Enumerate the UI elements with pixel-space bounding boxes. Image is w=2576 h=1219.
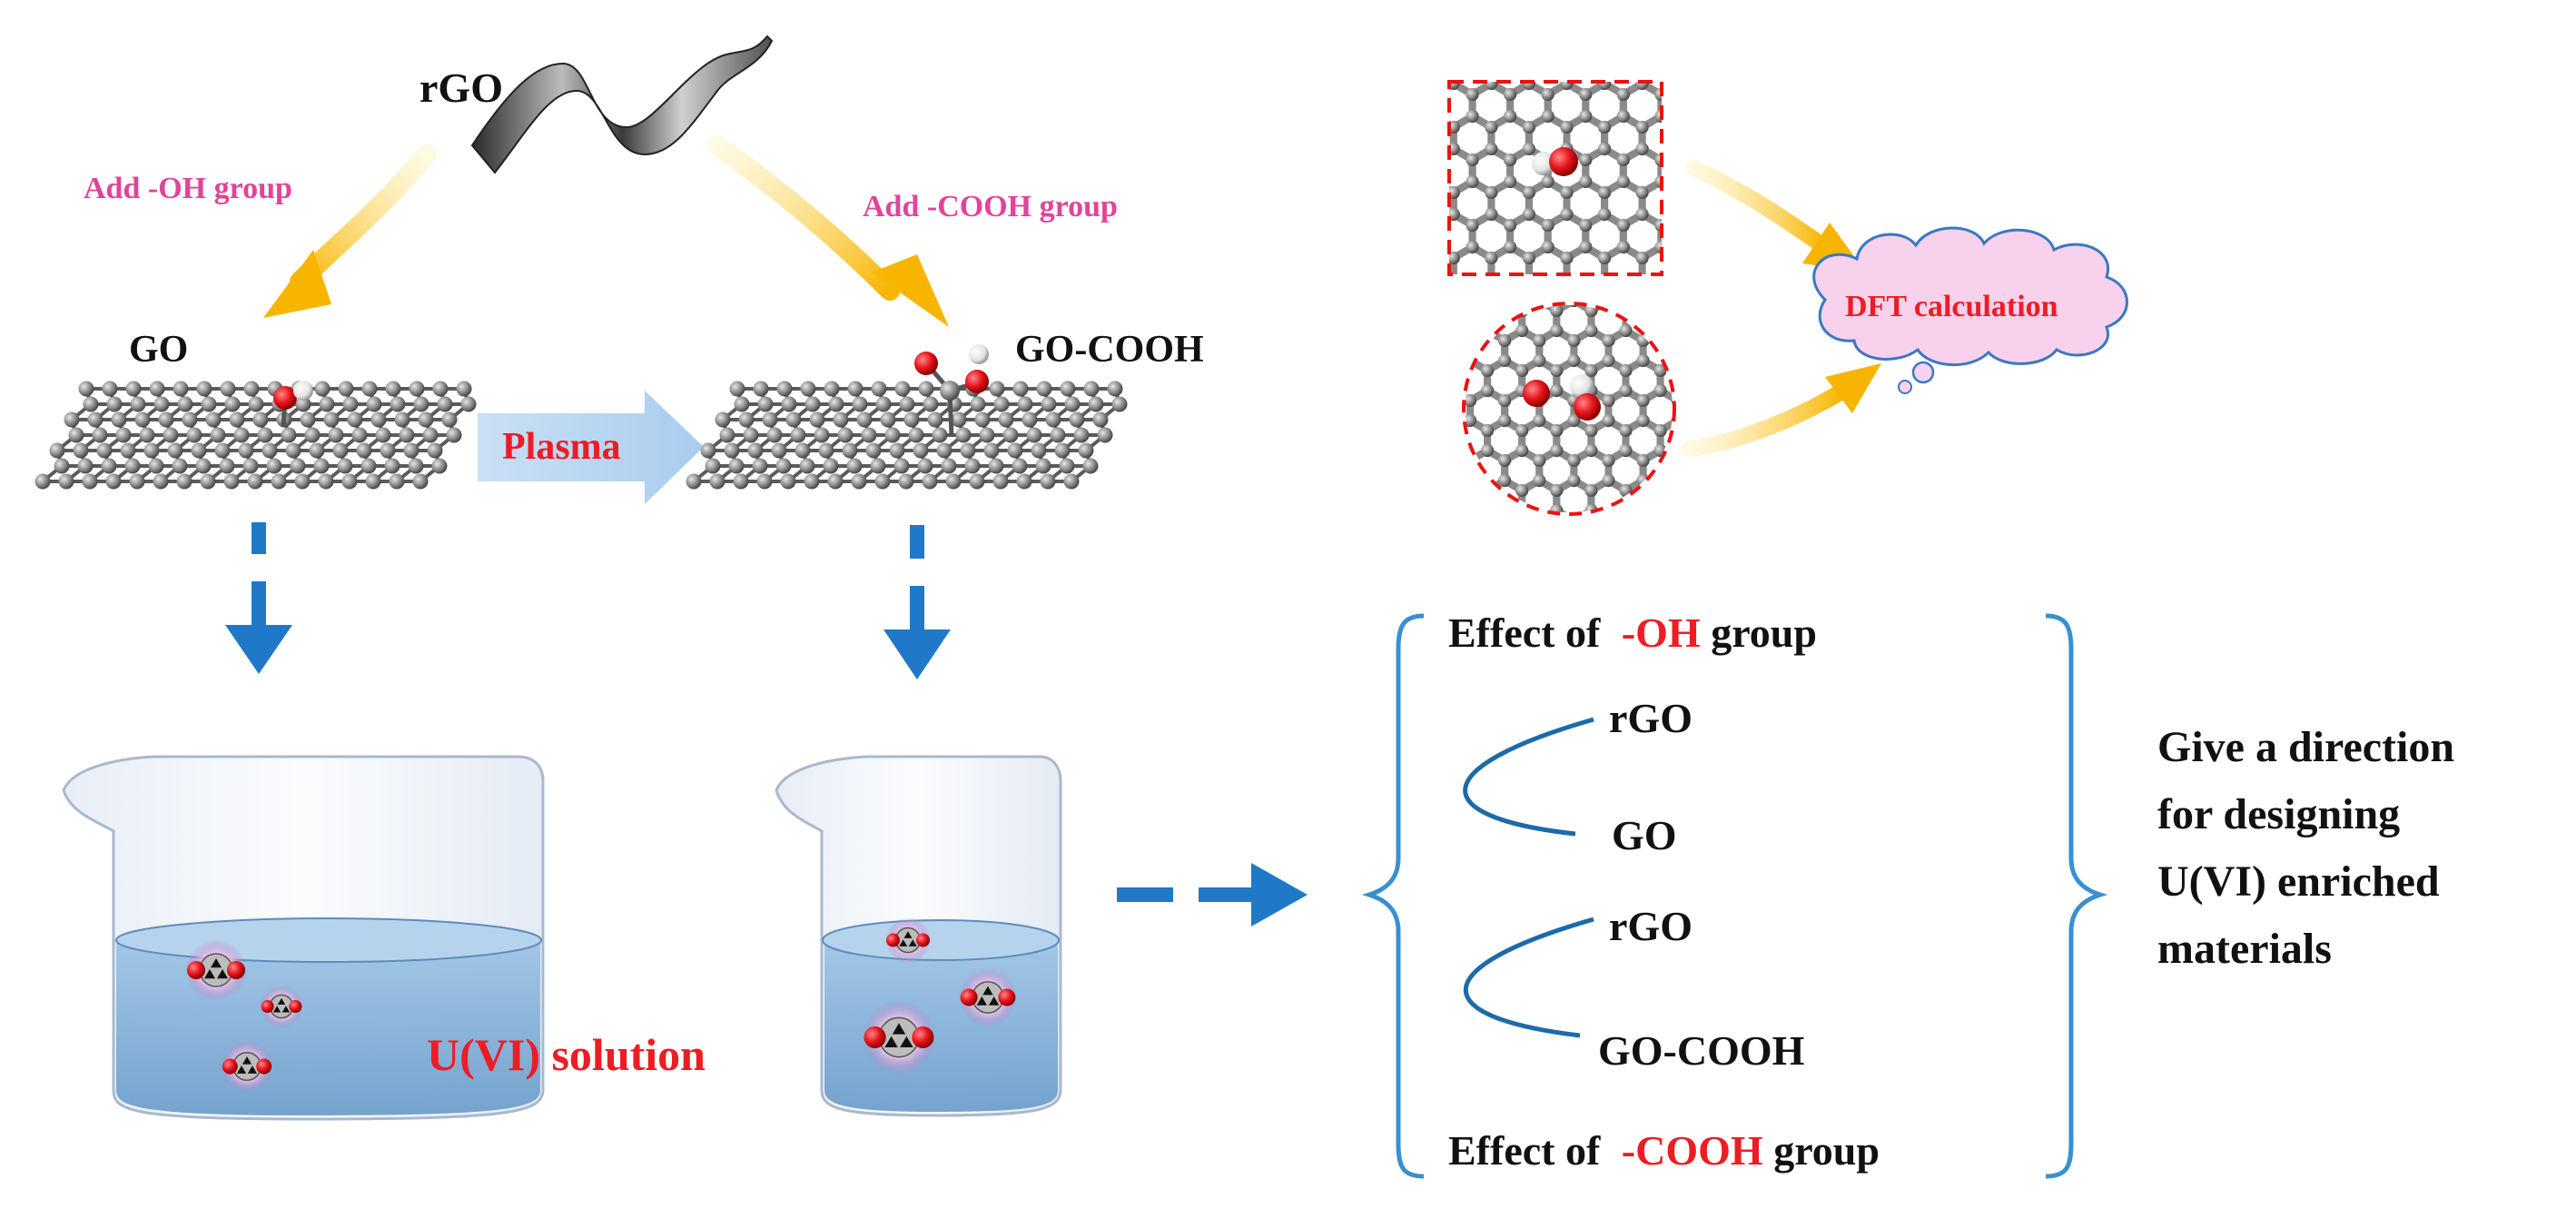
rgo-top-label: rGO — [419, 64, 503, 111]
arrow-add-oh — [263, 144, 437, 318]
effect-cooh-suffix: group — [1773, 1127, 1880, 1174]
effect-oh-label: Effect of -OH group — [1448, 610, 1817, 656]
arrow-circle-to-dft — [1681, 363, 1881, 458]
pair2-bottom-label: GO-COOH — [1598, 1027, 1805, 1074]
go-sheet-image — [35, 381, 477, 490]
add-cooh-label: Add -COOH group — [863, 190, 1118, 223]
uvi-solution-label: U(VI) solution — [427, 1029, 706, 1080]
conclusion-line-3: U(VI) enriched — [2157, 857, 2440, 906]
effect-oh-suffix: group — [1711, 610, 1817, 656]
effect-oh-prefix: Effect of — [1448, 610, 1611, 656]
plasma-label: Plasma — [502, 426, 621, 468]
effect-cooh-prefix: Effect of — [1448, 1127, 1611, 1174]
left-brace — [1361, 613, 1425, 1179]
plasma-arrow — [478, 391, 704, 504]
dft-label: DFT calculation — [1845, 290, 2058, 323]
conclusion-line-4: materials — [2157, 925, 2332, 973]
beaker-right — [775, 755, 1062, 1117]
conclusion-line-2: for designing — [2157, 790, 2400, 838]
conclusion-line-1: Give a direction — [2157, 723, 2454, 771]
comparison-curve-1 — [1463, 717, 1594, 837]
beaker-left — [62, 755, 545, 1121]
right-brace — [2045, 613, 2108, 1179]
dft-model-square — [1447, 80, 1663, 276]
arrow-add-cooh — [707, 135, 949, 327]
dashed-arrow-down-right — [883, 525, 951, 679]
go-cooh-label: GO-COOH — [1015, 329, 1204, 371]
add-oh-label: Add -OH group — [84, 172, 292, 205]
pair2-top-label: rGO — [1609, 903, 1693, 949]
rgo-sheet-image — [470, 35, 774, 174]
effect-oh-group: -OH — [1622, 610, 1701, 656]
dft-model-circle — [1462, 302, 1676, 516]
effect-cooh-group: -COOH — [1622, 1127, 1763, 1174]
dashed-arrow-right — [1117, 863, 1308, 927]
dft-cloud — [1812, 226, 2128, 394]
comparison-curve-2 — [1463, 917, 1594, 1038]
pair1-top-label: rGO — [1609, 695, 1693, 741]
pair1-bottom-label: GO — [1612, 812, 1677, 858]
dashed-arrow-down-left — [225, 522, 292, 674]
go-cooh-sheet-image — [686, 344, 1128, 490]
effect-cooh-label: Effect of -COOH group — [1448, 1127, 1880, 1174]
go-label: GO — [129, 329, 188, 371]
